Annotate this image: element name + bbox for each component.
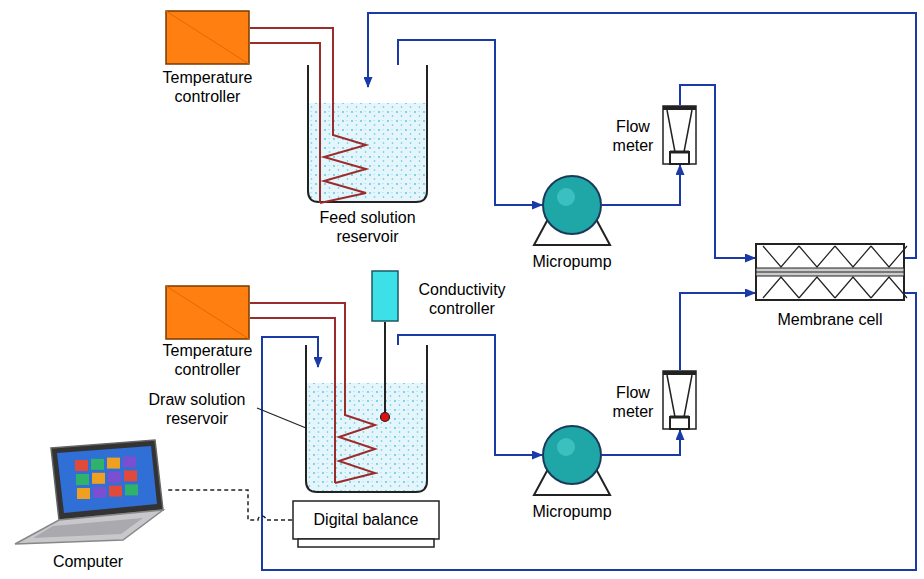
node-label: Temperature controller [150, 341, 265, 379]
cond-node: Conductivity controller [368, 268, 520, 326]
connector-path [250, 43, 320, 65]
connector-path [168, 490, 292, 520]
flow-line [602, 165, 680, 205]
laptop-symbol [13, 440, 165, 545]
flow-line [602, 430, 680, 455]
flow-node: Flow meter [606, 365, 703, 435]
connector-path [602, 430, 680, 455]
connector-path [680, 293, 755, 370]
pump-node: Micropump [527, 172, 617, 277]
node-label: Feed solution reservoir [308, 208, 427, 246]
data-cable [168, 490, 292, 520]
feed-node: Feed solution reservoir [300, 60, 435, 255]
heater-wire [250, 303, 345, 345]
connector-path [384, 322, 386, 345]
connector-path [368, 13, 916, 258]
connector-path [250, 28, 333, 65]
node-label: Draw solution reservoir [140, 390, 254, 428]
laptop-node: Computer [8, 440, 173, 575]
cond-symbol [371, 270, 399, 322]
pump-node: Micropump [527, 422, 617, 527]
connector-path [262, 293, 916, 570]
mem-symbol [755, 243, 905, 301]
mem-node: Membrane cell [752, 240, 912, 340]
pump-symbol [542, 175, 602, 235]
feed-symbol [305, 65, 430, 205]
node-label: Digital balance [292, 510, 440, 529]
flow-line [680, 293, 755, 370]
balance-node: Digital balance [292, 500, 442, 550]
node-label: Micropump [522, 502, 622, 521]
temp-node: Temperature controller [150, 8, 265, 113]
node-label: Computer [8, 552, 168, 571]
heater-wire [250, 28, 333, 65]
flow-symbol [662, 370, 697, 430]
node-label: Micropump [522, 252, 622, 271]
draw-symbol [303, 345, 430, 495]
node-label: Conductivity controller [406, 280, 518, 318]
probe-cable [385, 322, 386, 345]
node-label: Flow meter [606, 117, 660, 155]
temp-symbol [165, 10, 250, 65]
node-label: Temperature controller [150, 68, 265, 106]
pump-symbol [542, 425, 602, 485]
node-label: Membrane cell [752, 310, 908, 329]
connector-path [250, 303, 345, 345]
temp-symbol [165, 285, 250, 340]
flow-line [368, 13, 916, 258]
flow-symbol [662, 105, 697, 165]
flow-line [262, 293, 916, 570]
flow-node: Flow meter [606, 100, 703, 170]
node-label: Flow meter [606, 383, 660, 421]
temp-node: Temperature controller [150, 283, 265, 388]
connector-path [602, 165, 680, 205]
draw-node: Draw solution reservoir [140, 340, 435, 500]
